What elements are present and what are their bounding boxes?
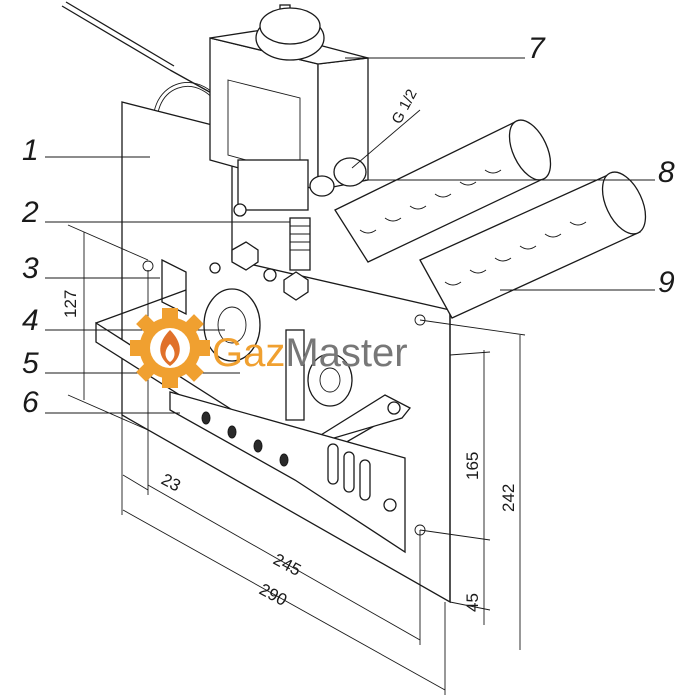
- burner-grid: [169, 391, 406, 554]
- callout-7: 7: [528, 32, 546, 65]
- dim-245: 245: [270, 550, 304, 580]
- callout-1: 1: [22, 134, 39, 167]
- dim-23: 23: [158, 470, 184, 496]
- callout-6: 6: [22, 386, 39, 419]
- dimension-lines: [67, 224, 526, 695]
- dim-45: 45: [463, 593, 482, 612]
- callout-9: 9: [658, 266, 675, 299]
- dim-242: 242: [499, 484, 518, 512]
- gear-flame-icon: [130, 308, 210, 388]
- pilot-fittings: [209, 203, 311, 301]
- callout-8: 8: [658, 156, 675, 189]
- dim-127: 127: [61, 290, 80, 318]
- callout-2: 2: [21, 196, 39, 229]
- logo-text-gaz: Gaz: [212, 331, 285, 375]
- gazmaster-logo: GazMaster: [130, 308, 408, 388]
- gas-valve: [209, 4, 369, 211]
- main-burner: [203, 288, 353, 421]
- logo-text-master: Master: [285, 331, 407, 375]
- callout-4: 4: [22, 304, 39, 337]
- callout-3: 3: [22, 252, 39, 285]
- thread-label: G 1/2: [389, 87, 421, 127]
- dim-165: 165: [463, 452, 482, 480]
- dim-290: 290: [256, 580, 290, 610]
- callout-5: 5: [22, 347, 39, 380]
- callout-numbers: 1 2 3 4 5 6 7 8 9: [21, 32, 675, 419]
- svg-text:GazMaster: GazMaster: [212, 331, 408, 375]
- burner-tubes: [334, 119, 647, 319]
